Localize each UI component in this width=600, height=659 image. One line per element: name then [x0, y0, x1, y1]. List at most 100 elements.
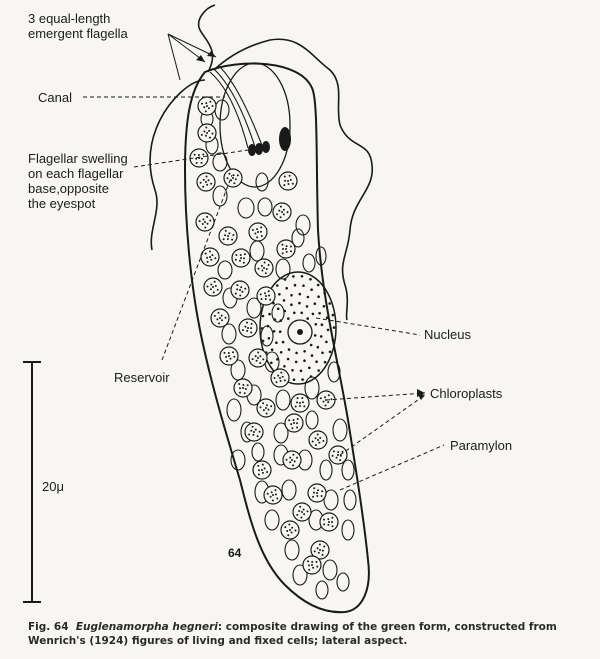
label-nucleus: Nucleus	[424, 327, 471, 342]
chloroplast	[219, 346, 239, 366]
chloroplast	[308, 430, 328, 450]
paramylon-grain	[264, 509, 280, 531]
scale-label: 20μ	[42, 479, 64, 494]
chloroplast	[233, 378, 253, 398]
chloroplast	[203, 277, 223, 297]
paramylon-grain	[230, 449, 246, 471]
paramylon-grain	[251, 442, 265, 462]
chloroplast	[189, 148, 209, 168]
chloroplast	[328, 445, 348, 465]
paramylon-grain	[260, 325, 274, 347]
paramylon-grain	[304, 376, 320, 400]
paramylon-grain	[336, 572, 350, 592]
chloroplast	[256, 398, 276, 418]
chloroplast	[284, 413, 304, 433]
cell-body	[183, 62, 370, 614]
label-reservoir: Reservoir	[114, 370, 170, 385]
chloroplast	[200, 247, 220, 267]
chloroplast	[310, 540, 330, 560]
flagellum-3	[149, 79, 206, 251]
chloroplast	[270, 368, 290, 388]
leader-swelling	[133, 149, 249, 168]
chloroplast	[254, 258, 274, 278]
chloroplast	[263, 485, 283, 505]
paramylon-grain	[275, 389, 291, 411]
chloroplast	[248, 222, 268, 242]
paramylon-grain	[255, 172, 269, 192]
chloroplast	[276, 239, 296, 259]
arrowheads	[196, 51, 425, 400]
paramylon-grain	[226, 398, 242, 422]
scale-bar	[23, 361, 41, 603]
paramylon-grain	[327, 361, 341, 383]
chloroplast	[292, 502, 312, 522]
paramylon-grain	[315, 580, 329, 600]
chloroplast	[244, 422, 264, 442]
paramylon-grain	[217, 260, 233, 280]
chloroplast	[230, 280, 250, 300]
leader-reservoir	[161, 174, 233, 361]
paramylon-grain	[237, 197, 255, 219]
chloroplast	[231, 248, 251, 268]
caption-species: Euglenamorpha hegneri	[75, 621, 218, 633]
paramylon-grain	[246, 297, 262, 319]
leader-chloroplasts-1	[325, 392, 426, 401]
chloroplast	[197, 96, 217, 116]
label-canal: Canal	[38, 90, 72, 105]
flagellar-swellings	[248, 141, 270, 156]
leader-nucleus	[315, 317, 421, 336]
eyespot	[279, 127, 291, 151]
leader-lines	[83, 33, 445, 491]
label-chloroplasts: Chloroplasts	[430, 386, 503, 401]
paramylon-grain	[292, 564, 308, 586]
flagellum-2	[213, 38, 373, 321]
leader-chloroplasts-2	[339, 394, 426, 456]
chloroplast	[282, 450, 302, 470]
chloroplast	[319, 512, 339, 532]
canal	[209, 67, 264, 151]
chloroplast	[218, 226, 238, 246]
chloroplast	[290, 393, 310, 413]
leader-flagella-3	[167, 33, 181, 81]
chloroplast	[210, 308, 230, 328]
chloroplast	[256, 286, 276, 306]
paramylon-grain	[212, 152, 228, 172]
chloroplast	[223, 168, 243, 188]
chloroplast	[197, 123, 217, 143]
paramylon-grain	[305, 410, 319, 430]
chloroplast	[278, 171, 298, 191]
chloroplast	[302, 555, 322, 575]
chloroplast	[238, 318, 258, 338]
paramylon-grain	[332, 418, 348, 442]
leader-flagella-2	[167, 33, 217, 58]
caption-fig-label: Fig. 64	[28, 621, 69, 633]
chloroplast	[280, 520, 300, 540]
paramylon-grains	[200, 99, 357, 600]
paramylon-grain	[295, 214, 311, 236]
paramylon-grain	[322, 559, 338, 581]
paramylon-grain	[271, 303, 285, 323]
paramylon-grain	[257, 197, 273, 217]
paramylon-grain	[319, 459, 333, 481]
paramylon-grain	[284, 539, 300, 561]
paramylon-grain	[315, 246, 327, 266]
paramylon-grain	[302, 253, 316, 273]
paramylon-grain	[249, 240, 265, 262]
paramylon-grain	[341, 459, 355, 481]
chloroplast	[248, 348, 268, 368]
chloroplast-grains	[189, 96, 348, 575]
paramylon-grain	[273, 422, 289, 444]
paramylon-grain	[341, 519, 355, 541]
caption-text-line1: : composite drawing of the green form, c…	[217, 621, 557, 633]
paramylon-grain	[291, 228, 305, 248]
paramylon-grain	[343, 489, 357, 511]
paramylon-grain	[281, 479, 297, 501]
leader-paramylon	[339, 444, 445, 491]
chloroplast	[196, 172, 216, 192]
paramylon-grain	[323, 489, 339, 511]
label-flagella: 3 equal-length emergent flagella	[28, 11, 128, 41]
reservoir	[219, 62, 291, 188]
paramylon-grain	[212, 185, 228, 207]
paramylon-grain	[275, 258, 291, 280]
